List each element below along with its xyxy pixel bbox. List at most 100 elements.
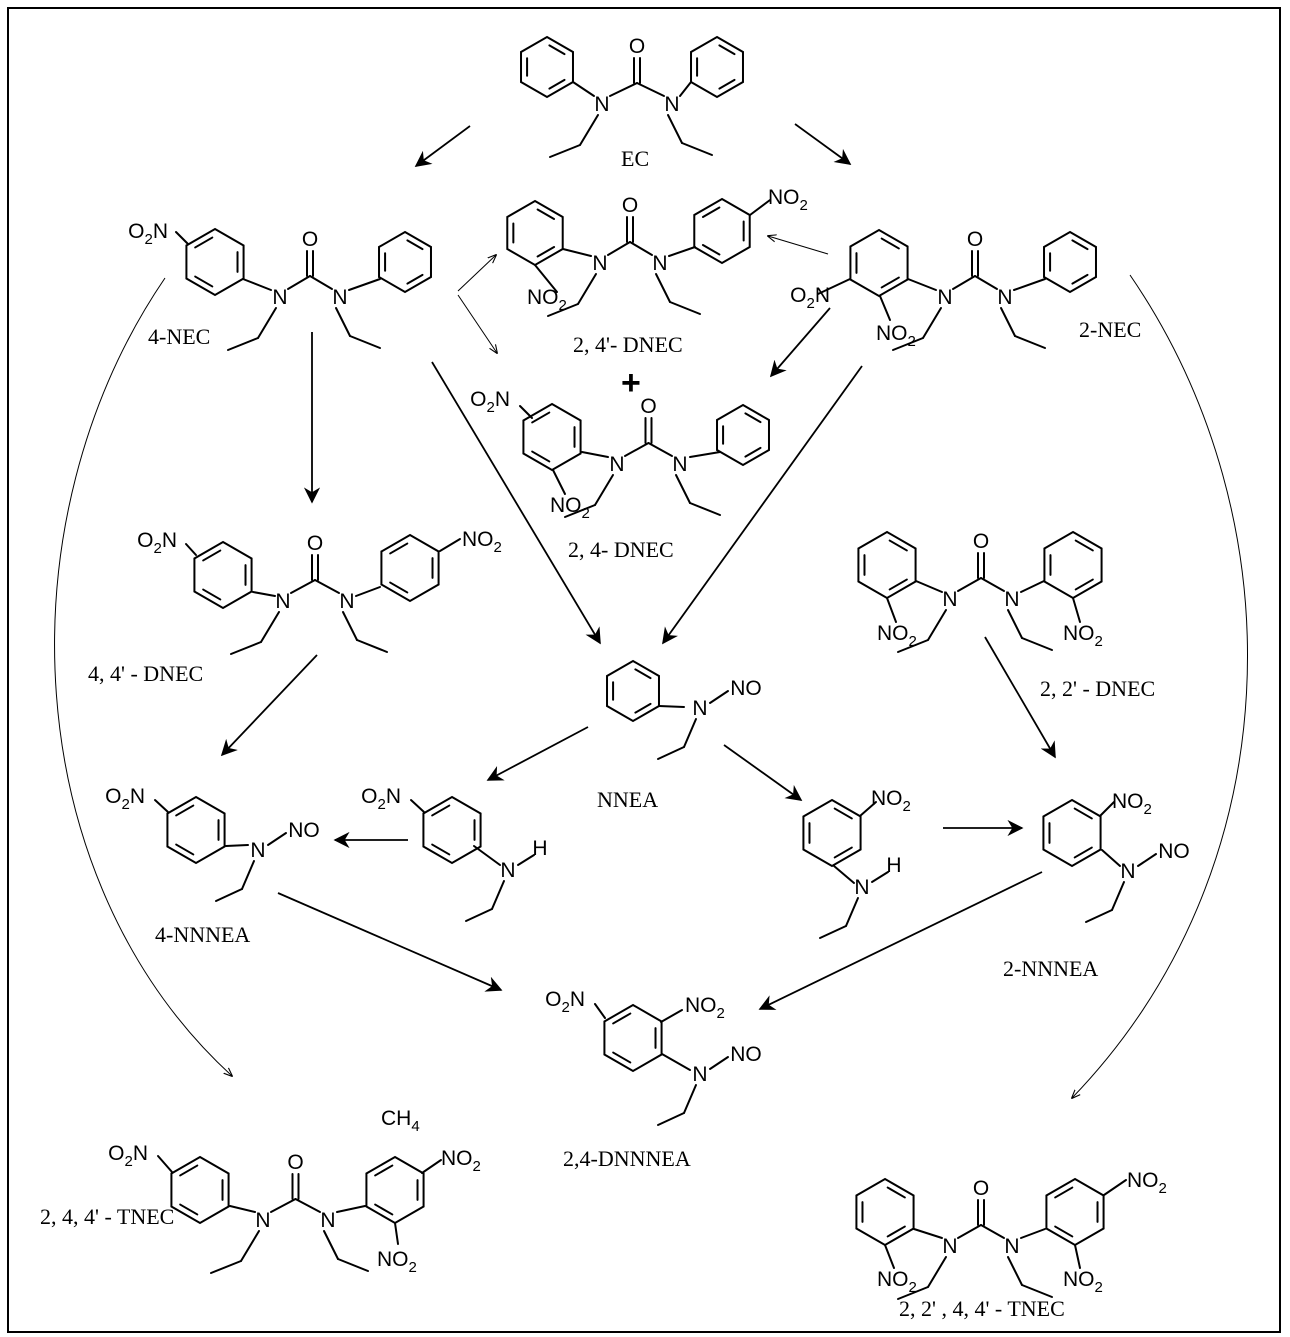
svg-text:NO2: NO2 [462, 528, 502, 556]
svg-text:O: O [629, 35, 645, 58]
molecule-nnea: N NO [606, 659, 762, 760]
label-4-nnnea: 4-NNNEA [155, 922, 250, 947]
label-nnea: NNEA [597, 787, 658, 812]
svg-text:N: N [592, 252, 607, 275]
label-2-4-dnec: 2, 4- DNEC [568, 537, 674, 562]
svg-text:NO2: NO2 [1112, 790, 1152, 818]
label-4-4p-dnec: 4, 4' - DNEC [88, 661, 203, 686]
arrow-4nec-to-244ptnec [54, 277, 232, 1076]
molecule-4-nitro-ethylaniline: O2N NH [361, 785, 548, 922]
label-4-nec: 4-NEC [148, 324, 210, 349]
arrow-4nec-to-24dnec [457, 294, 497, 353]
svg-text:NO2: NO2 [877, 622, 917, 650]
compound-labels: EC 4-NEC 2-NEC 2, 4'- DNEC + 2, 4- DNEC … [40, 146, 1155, 1321]
svg-text:N: N [997, 286, 1012, 309]
arrow-4nnnea-to-24dnnnea [277, 892, 503, 992]
arrow-4nec-to-24pdnec [457, 255, 496, 292]
svg-text:N: N [275, 590, 290, 613]
svg-text:NO: NO [288, 819, 320, 842]
svg-text:N: N [942, 1235, 957, 1258]
svg-text:H: H [532, 837, 547, 860]
svg-text:N: N [692, 1063, 707, 1086]
label-2-4-4p-tnec: 2, 4, 4' - TNEC [40, 1204, 174, 1229]
svg-text:NO: NO [730, 677, 762, 700]
arrow-4nec-to-nnea [431, 361, 601, 645]
svg-text:O2N: O2N [790, 284, 830, 312]
svg-text:NO: NO [730, 1043, 762, 1066]
svg-text:NO2: NO2 [1063, 1268, 1103, 1296]
label-2-4p-dnec: 2, 4'- DNEC [573, 332, 683, 357]
svg-text:O2N: O2N [108, 1142, 148, 1170]
svg-text:N: N [937, 286, 952, 309]
arrow-22pdnec-to-2nnnea [984, 636, 1056, 759]
label-ch4: CH4 [381, 1107, 420, 1135]
arrow-2nnnea-to-24dnnnea [758, 871, 1043, 1010]
reaction-arrows [54, 123, 1248, 1098]
svg-text:O: O [287, 1151, 303, 1174]
svg-text:NO2: NO2 [377, 1248, 417, 1276]
label-2-4-dnnnea: 2,4-DNNNEA [563, 1146, 691, 1171]
molecule-4-nnnea: O2N N NO [105, 785, 320, 902]
svg-text:NO2: NO2 [877, 1268, 917, 1296]
svg-text:NO2: NO2 [871, 787, 911, 815]
svg-text:N: N [594, 93, 609, 116]
label-2-nnnea: 2-NNNEA [1003, 956, 1098, 981]
svg-text:N: N [672, 453, 687, 476]
svg-text:NO2: NO2 [685, 994, 725, 1022]
svg-text:N: N [500, 859, 515, 882]
svg-text:H: H [886, 854, 901, 877]
svg-text:O: O [967, 228, 983, 251]
svg-text:O2N: O2N [137, 529, 177, 557]
svg-text:NO2: NO2 [876, 322, 916, 350]
arrow-2nec-to-nnea [662, 365, 863, 645]
svg-text:N: N [942, 588, 957, 611]
svg-text:N: N [609, 453, 624, 476]
svg-text:NO2: NO2 [1127, 1169, 1167, 1197]
svg-text:O2N: O2N [128, 220, 168, 248]
arrow-2nec-to-22p44ptnec [1072, 274, 1248, 1098]
svg-text:NO2: NO2 [768, 186, 808, 214]
svg-text:N: N [1004, 588, 1019, 611]
label-2-nec: 2-NEC [1079, 317, 1141, 342]
molecule-4-4p-dnec: O2N N N O NO2 [137, 528, 502, 655]
svg-text:N: N [272, 286, 287, 309]
diagram-frame [7, 7, 1281, 1333]
label-ec: EC [621, 146, 649, 171]
arrow-44pdnec-to-4nnnea [220, 654, 318, 757]
svg-text:N: N [1120, 860, 1135, 883]
svg-text:N: N [652, 252, 667, 275]
svg-text:O2N: O2N [545, 988, 585, 1016]
svg-text:N: N [1004, 1235, 1019, 1258]
svg-text:O2N: O2N [105, 785, 145, 813]
svg-text:N: N [339, 590, 354, 613]
molecule-ec: N N O [520, 35, 744, 158]
svg-text:N: N [692, 697, 707, 720]
svg-text:NO2: NO2 [441, 1147, 481, 1175]
svg-text:O: O [307, 532, 323, 555]
svg-text:NO2: NO2 [527, 286, 567, 314]
svg-text:N: N [255, 1209, 270, 1232]
arrow-2nec-to-24pdnec [768, 236, 829, 255]
svg-text:O: O [973, 530, 989, 553]
svg-text:NO: NO [1158, 840, 1190, 863]
svg-text:N: N [250, 839, 265, 862]
label-2-2p-dnec: 2, 2' - DNEC [1040, 676, 1155, 701]
svg-text:O: O [640, 395, 656, 418]
svg-text:O2N: O2N [361, 785, 401, 813]
svg-text:O: O [622, 194, 638, 217]
svg-text:N: N [854, 876, 869, 899]
plus-sign: + [621, 364, 641, 402]
svg-text:N: N [332, 286, 347, 309]
svg-text:O: O [973, 1177, 989, 1200]
svg-text:N: N [664, 93, 679, 116]
